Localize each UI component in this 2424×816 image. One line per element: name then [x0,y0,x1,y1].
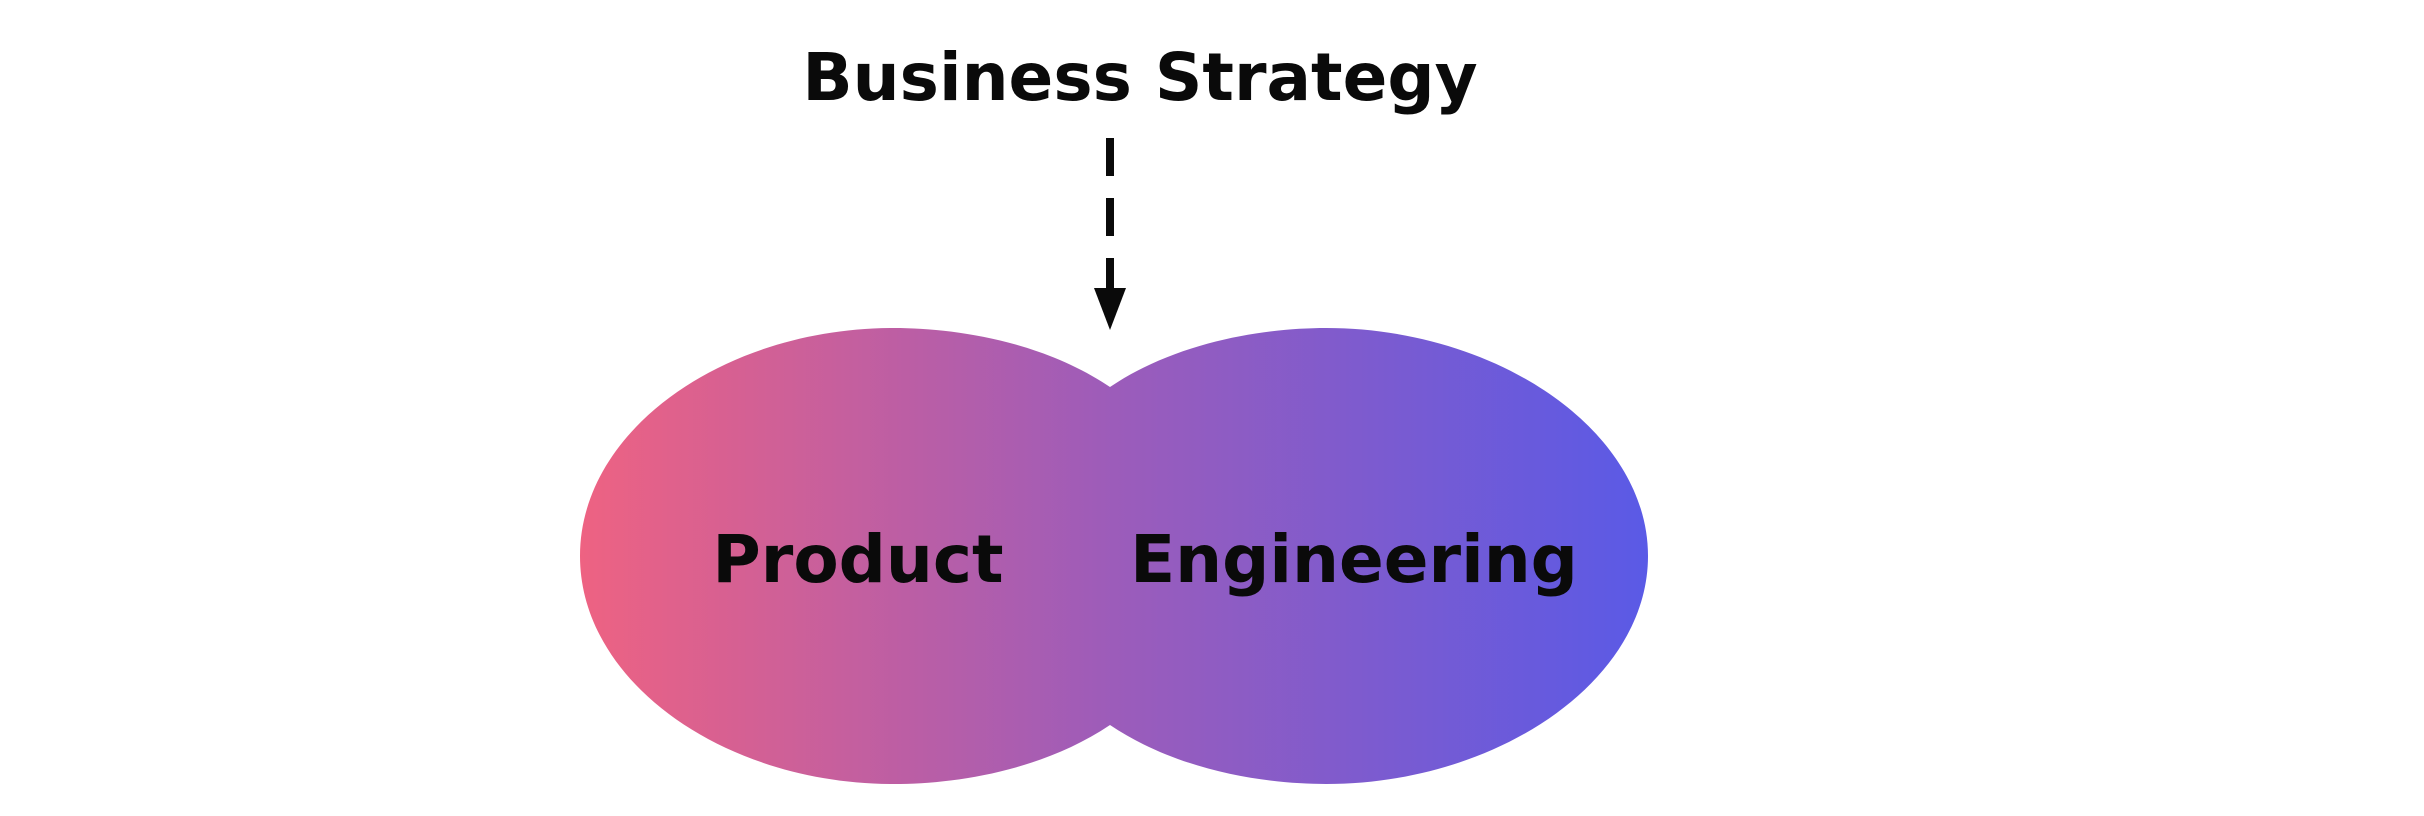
diagram-title: Business Strategy [802,39,1478,116]
product-circle-label: Product [712,521,1004,598]
engineering-circle-label: Engineering [1130,521,1578,598]
overlapping-circles-shape [580,328,1648,784]
dashed-arrow-down-icon [1094,138,1126,330]
